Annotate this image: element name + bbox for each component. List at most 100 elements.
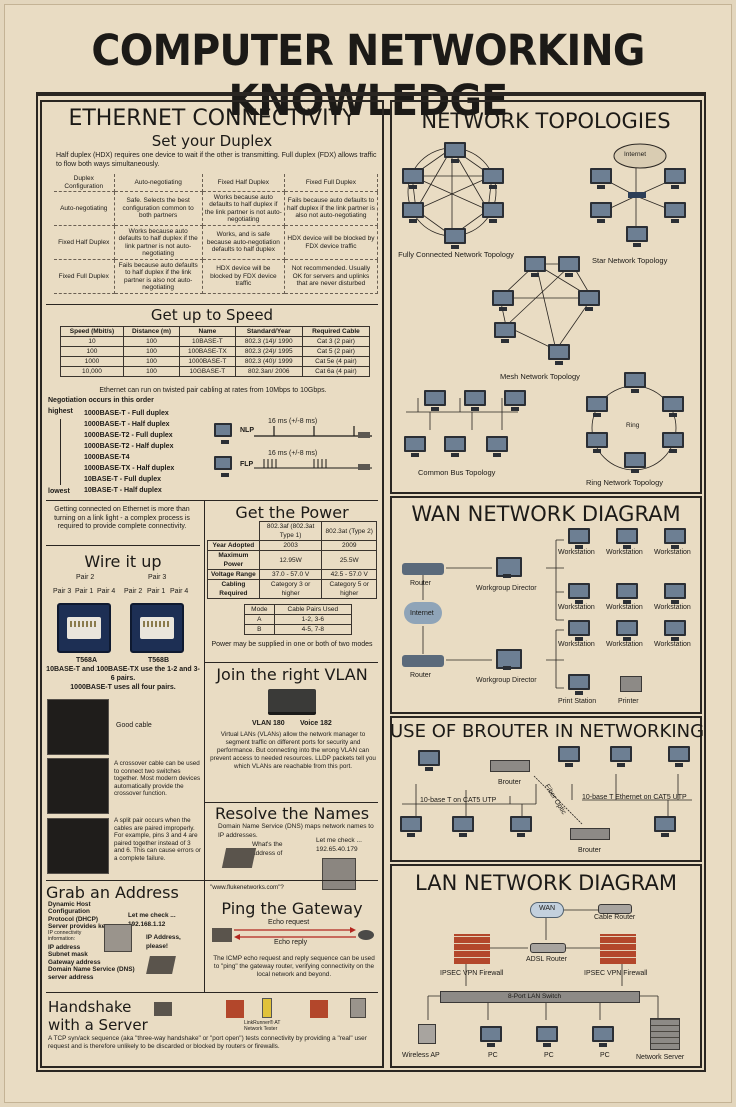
workstation-label: Workstation <box>558 549 595 556</box>
computer-icon <box>496 649 522 670</box>
internet-label: Internet <box>410 610 434 617</box>
network-tester-icon <box>262 998 272 1018</box>
good-cable-image <box>47 699 109 755</box>
connected-note: Getting connected on Ethernet is more th… <box>54 506 190 530</box>
speed-cell: 802.3 (14)/ 1990 <box>234 336 303 347</box>
duplex-table: Duplex Configuration Auto-negotiating Fi… <box>54 174 379 294</box>
computer-icon <box>524 256 546 277</box>
negotiation-title: Negotiation occurs in this order <box>48 397 154 404</box>
computer-icon <box>452 816 474 837</box>
speed-cell: 10 <box>60 336 124 347</box>
power-col-header: 802.3af (802.3at Type 1) <box>258 521 323 541</box>
computer-icon <box>482 202 504 223</box>
split-pair-text: A split pair occurs when the cables are … <box>114 817 202 862</box>
computer-icon <box>404 436 426 457</box>
divider <box>204 662 378 663</box>
fully-connected-label: Fully Connected Network Topology <box>398 250 514 259</box>
workstation-icon <box>664 528 686 549</box>
echo-request-label: Echo request <box>268 919 310 926</box>
switch-label: 8-Port LAN Switch <box>508 993 562 1000</box>
negotiation-item: 1000BASE-T2 - Full duplex <box>84 432 173 439</box>
duplex-col-header: Fixed Full Duplex <box>284 174 379 192</box>
address-item: Domain Name Service (DNS) server address <box>48 966 135 981</box>
good-cable-label: Good cable <box>116 722 152 729</box>
ping-arrows <box>234 927 356 940</box>
network-server-icon <box>650 1018 680 1050</box>
speed-header: Speed (Mbit/s) <box>60 326 124 337</box>
hub-icon <box>628 192 646 198</box>
duplex-cell: Works because auto defaults to half dupl… <box>202 191 285 226</box>
duplex-cell: Fails because auto defaults to half dupl… <box>114 259 203 294</box>
wan-heading: WAN NETWORK DIAGRAM <box>411 502 681 526</box>
server-icon <box>350 998 366 1018</box>
speed-header: Standard/Year <box>234 326 303 337</box>
speed-cell: 100 <box>60 346 124 357</box>
computer-icon <box>444 228 466 249</box>
address-item: Gateway address <box>48 958 101 966</box>
left-bus-label: 10-base T on CAT5 UTP <box>420 797 497 804</box>
wire-note-2: 1000BASE-T uses all four pairs. <box>70 684 176 691</box>
computer-icon <box>626 226 648 247</box>
speed-cell: Cat 3 (2 pair) <box>301 336 371 347</box>
power-cell: 25.5W <box>321 550 377 570</box>
speed-header: Required Cable <box>301 326 371 337</box>
workstation-label: Workstation <box>654 604 691 611</box>
computer-icon <box>496 557 522 578</box>
speed-cell: Cat 5e (4 pair) <box>301 356 371 367</box>
firewall-icon <box>226 1000 244 1018</box>
address-check: Let me check ... 192.168.1.12 <box>128 912 176 928</box>
computer-icon <box>662 432 684 453</box>
duplex-cell: Not recommended. Usually OK for servers … <box>284 259 379 294</box>
t568a-label: T568A <box>76 657 98 664</box>
computer-icon <box>654 816 676 837</box>
workstation-label: Workstation <box>654 549 691 556</box>
switch-icon <box>268 689 316 715</box>
left-column <box>40 100 384 1068</box>
computer-icon <box>590 202 612 223</box>
speed-cell: 802.3 (24)/ 1995 <box>234 346 303 357</box>
computer-icon <box>444 142 466 163</box>
vlan-heading: Join the right VLAN <box>216 665 368 684</box>
computer-icon <box>586 396 608 417</box>
vlan-text: Virtual LANs (VLANs) allow the network m… <box>210 731 376 770</box>
speed-cell: 802.3an/ 2006 <box>234 366 303 377</box>
ethernet-heading: ETHERNET CONNECTIVITY <box>68 106 356 131</box>
vlan-label: VLAN 180 <box>252 720 285 727</box>
duplex-cell: HDX device will be blocked by FDX device… <box>202 259 285 294</box>
divider <box>204 500 205 880</box>
duplex-row-label: Auto-negotiating <box>54 191 115 226</box>
names-heading: Resolve the Names <box>214 804 370 823</box>
wan-cloud-icon <box>530 902 564 918</box>
router-icon <box>402 655 444 667</box>
workstation-icon <box>616 583 638 604</box>
server-label: Network Server <box>636 1054 685 1061</box>
director-label: Workgroup Director <box>476 585 537 592</box>
address-dhcp: Dynamic Host Configuration Protocol (DHC… <box>48 901 109 931</box>
voice-label: Voice 182 <box>300 720 332 727</box>
negotiation-item: 1000BASE-T2 - Half duplex <box>84 443 174 450</box>
pair-label: Pair 3 <box>53 588 72 595</box>
duplex-col-header: Fixed Half Duplex <box>202 174 285 192</box>
computer-icon <box>444 436 466 457</box>
print-station-icon <box>568 674 590 695</box>
workstation-icon <box>568 528 590 549</box>
divider <box>46 992 378 993</box>
nlp-label: NLP <box>240 427 254 434</box>
computer-icon <box>624 452 646 473</box>
negotiation-item: 1000BASE-TX - Half duplex <box>84 465 175 472</box>
crossover-cable-image <box>47 758 109 814</box>
computer-icon <box>610 746 632 767</box>
firewall-label: IPSEC VPN Firewall <box>440 970 504 977</box>
computer-icon <box>400 816 422 837</box>
firewall-label: IPSEC VPN Firewall <box>584 970 648 977</box>
flp-pulse-wave <box>254 459 372 470</box>
workstation-icon <box>568 583 590 604</box>
adsl-label: ADSL Router <box>526 956 567 963</box>
workstation-label: Workstation <box>606 641 643 648</box>
firewall-icon <box>600 934 636 964</box>
duplex-row-label: Fixed Full Duplex <box>54 259 115 294</box>
topologies-section <box>390 100 702 494</box>
mode-cell: 4-5, 7-8 <box>273 624 353 635</box>
computer-icon <box>664 168 686 189</box>
speed-cell: 100 <box>122 366 181 377</box>
